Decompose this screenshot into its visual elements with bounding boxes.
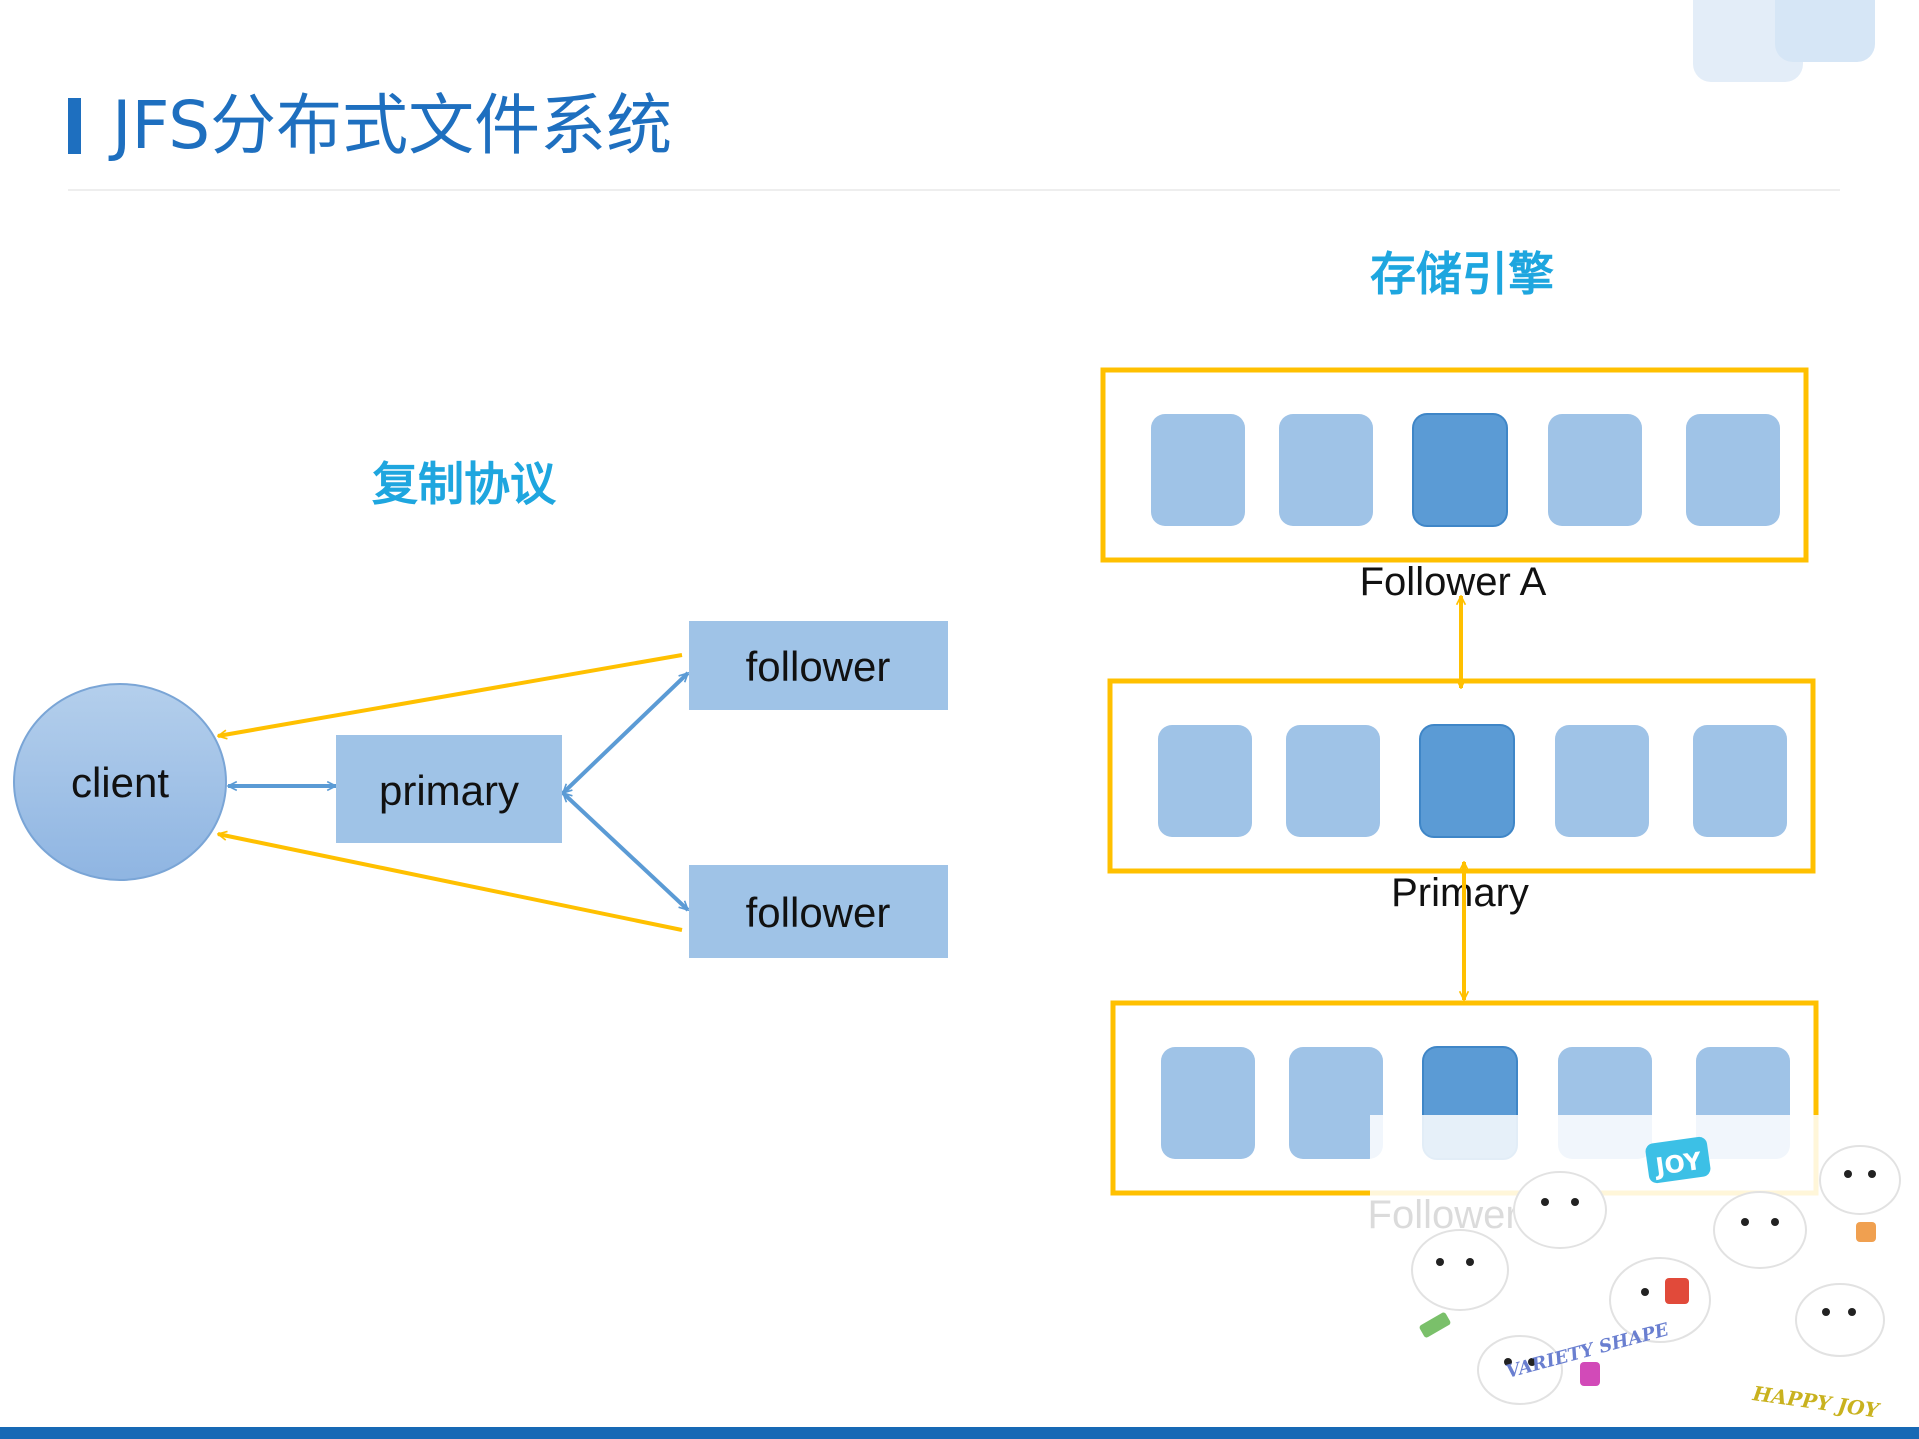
- follower-bottom-node: [689, 865, 948, 958]
- storage-heading: 存储引擎: [1370, 247, 1554, 301]
- ack-arrow-top: [218, 653, 683, 736]
- client-label: client: [71, 759, 169, 806]
- primary-label: primary: [379, 767, 519, 814]
- corner-decoration: [1693, 0, 1875, 82]
- storage-block: [1279, 414, 1373, 526]
- primary-follower-top-arrow: [561, 671, 690, 795]
- storage-group: Primary: [1107, 678, 1816, 915]
- storage-block-active: [1419, 724, 1515, 838]
- storage-group: Follower A: [1100, 367, 1809, 604]
- storage-group-label: Primary: [1391, 871, 1529, 915]
- title-accent-bar: [68, 98, 81, 154]
- primary-follower-bottom-arrow: [561, 791, 690, 912]
- replication-diagram: client primary follower follower: [13, 621, 948, 958]
- storage-block: [1286, 725, 1380, 837]
- sticker-badge: JOY: [1652, 1147, 1704, 1181]
- ack-arrow-bottom: [218, 834, 683, 932]
- storage-block-active: [1412, 413, 1508, 527]
- storage-block: [1548, 414, 1642, 526]
- follower-bottom-label: follower: [746, 889, 891, 936]
- follower-top-label: follower: [746, 643, 891, 690]
- bottom-bar: [0, 1427, 1919, 1439]
- storage-group-frame: [1100, 367, 1809, 563]
- storage-block: [1693, 725, 1787, 837]
- storage-block: [1151, 414, 1245, 526]
- storage-engine-diagram: Follower APrimaryFollower B: [1100, 367, 1819, 1237]
- primary-node: [336, 735, 562, 843]
- storage-block: [1161, 1047, 1255, 1159]
- storage-block: [1555, 725, 1649, 837]
- follower-top-node: [689, 621, 948, 710]
- page-title: JFS分布式文件系统: [108, 87, 672, 164]
- storage-group-label: Follower A: [1360, 560, 1547, 604]
- sticker-decoration: JOY VARIETY SHAPE HAPPY JOY: [1370, 1115, 1901, 1423]
- storage-block: [1158, 725, 1252, 837]
- storage-block: [1686, 414, 1780, 526]
- storage-block: [1289, 1047, 1383, 1159]
- replication-heading: 复制协议: [372, 457, 557, 511]
- client-node: [13, 683, 227, 881]
